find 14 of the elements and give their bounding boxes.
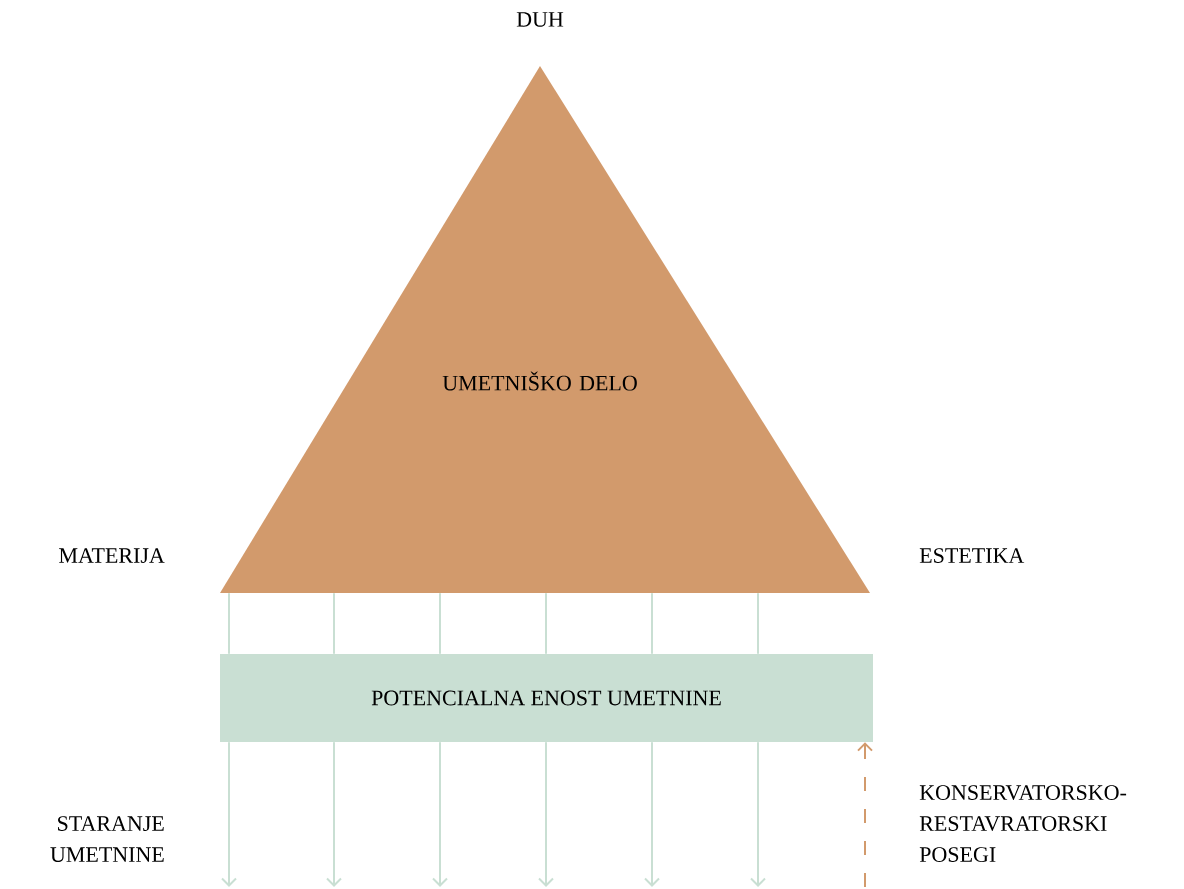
axis-label: DUH (516, 12, 564, 27)
arrow (857, 742, 873, 888)
arrow (538, 741, 554, 887)
triangle: UMETNIŠKO DELO (220, 66, 870, 593)
arrow (432, 741, 448, 887)
axis-label: KONSERVATORSKO- RESTAVRATORSKI POSEGI (919, 785, 1127, 862)
arrow (221, 741, 237, 887)
arrow (750, 741, 766, 887)
process-box: POTENCIALNA ENOST UMETNINE (220, 654, 873, 742)
axis-label: ESTETIKA (919, 548, 1025, 563)
axis-label: MATERIJA (59, 548, 165, 563)
arrow (644, 741, 660, 887)
axis-label: STARANJE UMETNINE (50, 816, 164, 862)
arrow (326, 741, 342, 887)
